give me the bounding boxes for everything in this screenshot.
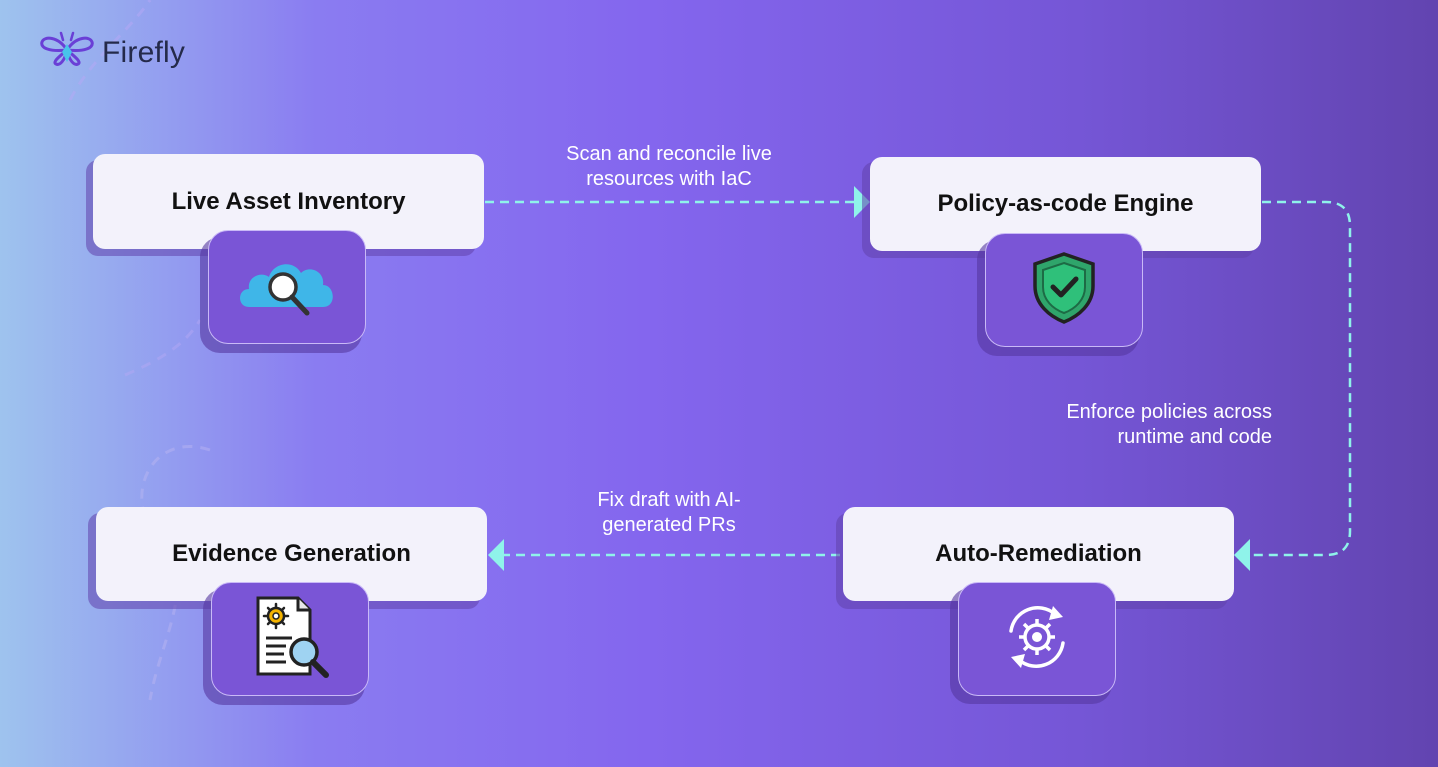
edge-label-inventory-to-policy: Scan and reconcile live resources with I…	[566, 143, 772, 190]
icon-box-remediation	[958, 582, 1116, 696]
icon-box-evidence	[211, 582, 369, 696]
document-search-icon	[248, 594, 332, 685]
brand-name: Firefly	[102, 35, 186, 69]
connector-policy-to-remediation	[1250, 200, 1352, 557]
firefly-logo-icon	[40, 30, 94, 75]
gear-cycle-icon	[997, 597, 1077, 682]
shield-check-icon	[1029, 250, 1099, 331]
node-auto-remediation: Auto-Remediation	[843, 507, 1234, 601]
node-live-asset-inventory: Live Asset Inventory	[93, 154, 484, 249]
node-evidence-generation: Evidence Generation	[96, 507, 487, 601]
icon-box-inventory	[208, 230, 366, 344]
brand-logo: Firefly	[40, 30, 185, 75]
icon-box-policy	[985, 233, 1143, 347]
edge-label-remediation-to-evidence: Fix draft with AI- generated PRs	[597, 489, 741, 536]
edge-label-policy-to-remediation: Enforce policies across runtime and code	[1066, 401, 1272, 448]
node-label: Evidence Generation	[172, 540, 411, 567]
cloud-search-icon	[235, 249, 339, 326]
arrowhead-remediation-to-evidence	[488, 539, 504, 571]
arrowhead-policy-to-remediation	[1234, 539, 1250, 571]
node-label: Auto-Remediation	[935, 540, 1142, 567]
node-label: Policy-as-code Engine	[937, 190, 1194, 217]
node-label: Live Asset Inventory	[171, 187, 406, 215]
